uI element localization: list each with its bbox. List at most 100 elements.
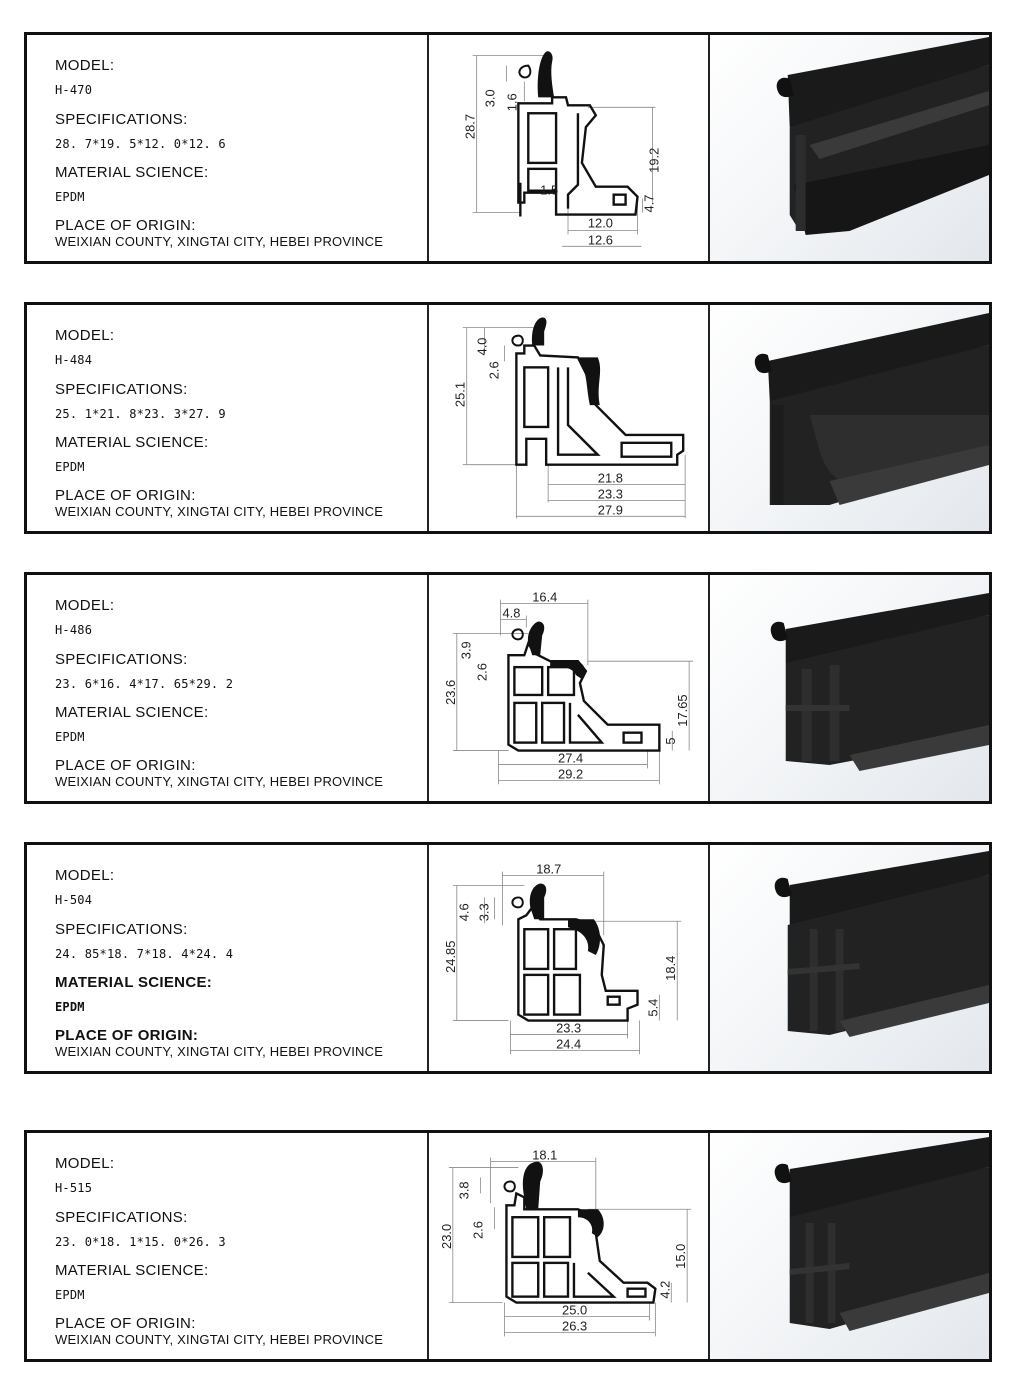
dimension-label: 26.3 [562,1318,587,1333]
dimension-label: 27.4 [558,750,583,765]
specifications-value: 23. 6*16. 4*17. 65*29. 2 [55,677,234,691]
dimension-label: 24.85 [443,941,458,973]
profile-drawing-svg: 28.7 3.0 1.6 19.2 1.5 4.7 12.0 12.6 [463,51,661,247]
dimension-label: 5.4 [645,999,660,1017]
specifications-label: SPECIFICATIONS: [55,381,188,398]
dimension-label: 18.1 [532,1148,557,1163]
dimension-label: 4.0 [475,338,490,356]
origin-label: PLACE OF ORIGIN: [55,1315,196,1332]
product-info: MODEL: H-470 SPECIFICATIONS: 28. 7*19. 5… [27,35,429,261]
rubber-profile-render [770,593,989,771]
product-info: MODEL: H-484 SPECIFICATIONS: 25. 1*21. 8… [27,305,429,531]
cross-section-drawing: 18.7 4.6 3.3 24.85 18.4 5.4 23.3 24.4 [429,845,710,1071]
material-label: MATERIAL SCIENCE: [55,974,213,991]
dimension-label: 5 [663,737,678,744]
model-value: H-504 [55,893,93,907]
dimension-label: 23.3 [556,1020,581,1035]
origin-value: WEIXIAN COUNTY, XINGTAI CITY, HEBEI PROV… [55,504,384,519]
dimension-label: 3.9 [459,641,474,659]
material-value: EPDM [55,730,85,744]
product-photo [710,305,989,531]
dimension-label: 1.5 [540,183,558,198]
specifications-value: 23. 0*18. 1*15. 0*26. 3 [55,1235,226,1249]
cross-section-drawing: 28.7 3.0 1.6 19.2 1.5 4.7 12.0 12.6 [429,35,710,261]
origin-value: WEIXIAN COUNTY, XINGTAI CITY, HEBEI PROV… [55,1332,384,1347]
dimension-label: 21.8 [598,471,623,486]
dimension-label: 23.6 [443,680,458,705]
profile-drawing-svg: 16.4 4.8 3.9 2.6 23.6 17.65 5 27.4 29.2 [443,590,694,785]
specifications-value: 24. 85*18. 7*18. 4*24. 4 [55,947,234,961]
product-card-h504: MODEL: H-504 SPECIFICATIONS: 24. 85*18. … [24,842,992,1074]
product-card-h515: MODEL: H-515 SPECIFICATIONS: 23. 0*18. 1… [24,1130,992,1362]
product-card-h486: MODEL: H-486 SPECIFICATIONS: 23. 6*16. 4… [24,572,992,804]
dimension-label: 4.7 [641,195,656,213]
rubber-profile-render [774,851,989,1037]
dimension-label: 4.8 [502,606,520,621]
dimension-label: 3.0 [483,89,498,107]
model-label: MODEL: [55,1155,115,1172]
rubber-profile-render [754,313,989,505]
specifications-label: SPECIFICATIONS: [55,111,188,128]
dimension-label: 4.6 [457,903,472,921]
product-info: MODEL: H-504 SPECIFICATIONS: 24. 85*18. … [27,845,429,1071]
rubber-profile-render [774,1137,989,1331]
model-label: MODEL: [55,867,115,884]
dimension-label: 16.4 [532,590,557,605]
dimension-label: 19.2 [646,148,661,173]
material-label: MATERIAL SCIENCE: [55,704,209,721]
dimension-label: 23.3 [598,486,623,501]
dimension-label: 18.7 [536,862,561,877]
dimension-label: 29.2 [558,766,583,781]
dimension-label: 2.6 [471,1221,486,1239]
model-label: MODEL: [55,597,115,614]
material-label: MATERIAL SCIENCE: [55,434,209,451]
model-value: H-484 [55,353,93,367]
product-photo [710,845,989,1071]
profile-drawing-svg: 18.7 4.6 3.3 24.85 18.4 5.4 23.3 24.4 [443,862,682,1055]
dimension-label: 23.0 [439,1224,454,1249]
dimension-label: 17.65 [675,694,690,726]
dimension-label: 25.0 [562,1303,587,1318]
product-photo [710,1133,989,1359]
model-value: H-486 [55,623,93,637]
rubber-profile-render [776,37,989,235]
profile-drawing-svg: 18.1 3.8 23.0 2.6 15.0 4.2 25.0 26.3 [439,1148,692,1337]
dimension-label: 3.3 [477,903,492,921]
dimension-label: 27.9 [598,502,623,517]
cross-section-drawing: 16.4 4.8 3.9 2.6 23.6 17.65 5 27.4 29.2 [429,575,710,801]
material-value: EPDM [55,1288,85,1302]
product-card-h470: MODEL: H-470 SPECIFICATIONS: 28. 7*19. 5… [24,32,992,264]
product-info: MODEL: H-515 SPECIFICATIONS: 23. 0*18. 1… [27,1133,429,1359]
origin-label: PLACE OF ORIGIN: [55,1027,199,1044]
material-value: EPDM [55,190,85,204]
material-label: MATERIAL SCIENCE: [55,1262,209,1279]
model-value: H-515 [55,1181,93,1195]
product-info: MODEL: H-486 SPECIFICATIONS: 23. 6*16. 4… [27,575,429,801]
dimension-label: 12.0 [588,215,613,230]
dimension-label: 28.7 [463,114,478,139]
dimension-label: 24.4 [556,1036,581,1051]
specifications-value: 25. 1*21. 8*23. 3*27. 9 [55,407,226,421]
origin-value: WEIXIAN COUNTY, XINGTAI CITY, HEBEI PROV… [55,774,384,789]
origin-value: WEIXIAN COUNTY, XINGTAI CITY, HEBEI PROV… [55,1044,384,1059]
model-label: MODEL: [55,57,115,74]
dimension-label: 15.0 [673,1244,688,1269]
origin-label: PLACE OF ORIGIN: [55,217,196,234]
material-value: EPDM [55,1000,85,1014]
dimension-label: 2.6 [475,663,490,681]
material-value: EPDM [55,460,85,474]
dimension-label: 18.4 [663,956,678,981]
cross-section-drawing: 25.1 4.0 2.6 21.8 23.3 27.9 [429,305,710,531]
specifications-label: SPECIFICATIONS: [55,651,188,668]
specifications-value: 28. 7*19. 5*12. 0*12. 6 [55,137,226,151]
dimension-label: 2.6 [487,361,502,379]
material-label: MATERIAL SCIENCE: [55,164,209,181]
model-value: H-470 [55,83,93,97]
dimension-label: 3.8 [457,1181,472,1199]
dimension-label: 1.6 [504,93,519,111]
specifications-label: SPECIFICATIONS: [55,1209,188,1226]
dimension-label: 4.2 [657,1281,672,1299]
dimension-label: 12.6 [588,232,613,247]
specifications-label: SPECIFICATIONS: [55,921,188,938]
origin-label: PLACE OF ORIGIN: [55,757,196,774]
